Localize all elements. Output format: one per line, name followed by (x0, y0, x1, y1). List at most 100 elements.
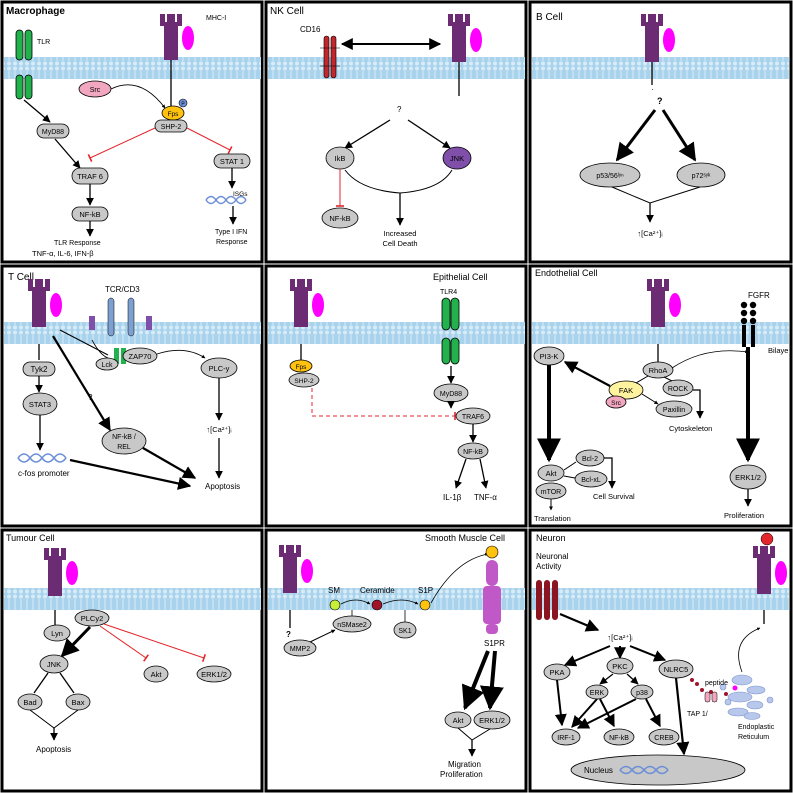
traf6-label: TRAF 6 (77, 172, 103, 181)
akt-node (537, 464, 565, 482)
p72-node (676, 162, 726, 188)
jnk-node (442, 146, 472, 170)
akt-label: Akt (151, 670, 163, 679)
bclxl-node (574, 470, 608, 488)
akt-node (143, 665, 169, 683)
panel-title: Smooth Muscle Cell (425, 533, 505, 543)
fps-label: Fps (296, 364, 308, 371)
panel-neuron: Neuron Neuronal Activity ↑[Ca²⁺]ᵢ PKA PK… (536, 532, 787, 786)
traf6-label: TRAF6 (462, 414, 484, 421)
jnk-node (39, 654, 69, 674)
lck-node (95, 357, 119, 371)
nsmase2-label: nSMase2 (337, 622, 367, 629)
shp2-label: SHP-2 (161, 124, 182, 131)
lyn-node (43, 624, 71, 642)
ceramide-label: Ceramide (360, 586, 395, 595)
panel-endothelial: Endothelial Cell FGFR Bilaye PI3-K RhoA … (533, 268, 788, 523)
panel-title: B Cell (536, 12, 563, 23)
panel-title: T Cell (8, 272, 34, 283)
isgs-label: ISGs (233, 191, 248, 198)
bax-label: Bax (72, 698, 85, 707)
fgfr-label: FGFR (748, 291, 770, 300)
irf1-node (551, 728, 581, 746)
p38-node (630, 684, 654, 700)
panel-nk: NK Cell CD16 ? IkB JNK NF-kB Increased (270, 6, 482, 248)
nfkb-label-2: REL (117, 444, 131, 451)
tlr-response-label: TLR Response (54, 240, 101, 247)
lyn-label: Lyn (51, 629, 63, 638)
tnfa-label: TNF-α (474, 493, 497, 502)
tlr4-receptor (441, 297, 460, 365)
proliferation-label: Proliferation (724, 511, 764, 520)
dna-icon (619, 765, 669, 775)
er-label-1: Endoplastic (738, 724, 775, 731)
fak-label: FAK (619, 386, 633, 395)
nfkb-node (101, 427, 147, 455)
question-mark: ? (286, 630, 291, 639)
sm-label: SM (328, 586, 340, 595)
dna-icon (205, 195, 247, 205)
panel-t: T Cell TCR/CD3 Lck ZAP70 PLC-y ↑[Ca²⁺]ᵢ (8, 272, 240, 491)
erk-label: ERK1/2 (201, 670, 227, 679)
sk1-label: SK1 (398, 628, 411, 635)
nfkb-node (603, 728, 635, 746)
tlr4-label: TLR4 (440, 289, 457, 296)
cfos-label: c-fos promoter (18, 469, 70, 478)
src-node (605, 395, 627, 409)
erk-label: ERK (590, 690, 605, 697)
shp2-node (288, 372, 320, 388)
nfkb-label: NF-kB (609, 735, 629, 742)
jnk-label: JNK (47, 660, 61, 669)
nfkb-label: NF-kB (329, 214, 350, 223)
ifn-label-1: Type I IFN (215, 229, 247, 236)
paxillin-node (655, 400, 693, 418)
mhc-receptor (647, 279, 681, 362)
s1p-molecule-icon (419, 599, 431, 611)
tlr-label: TLR (37, 39, 50, 46)
erk-label: ERK1/2 (735, 473, 761, 482)
paxillin-label: Paxillin (663, 407, 685, 414)
apoptosis-label: Apoptosis (205, 482, 240, 491)
mhc-receptor (44, 548, 78, 596)
ifn-label-2: Response (216, 239, 248, 246)
apoptosis-label: Apoptosis (36, 745, 71, 754)
panel-title: Epithelial Cell (433, 272, 488, 282)
nfkb-label-1: NF-kB / (112, 434, 136, 441)
bclxl-label: Bcl-xL (581, 477, 601, 484)
src-label: Src (90, 87, 101, 94)
proliferation-label: Proliferation (440, 770, 483, 779)
src-label: Src (611, 400, 622, 407)
rhoa-node (642, 361, 674, 379)
p38-label: p38 (636, 690, 648, 697)
phospho-label: P (181, 102, 185, 108)
pka-label: PKA (549, 668, 564, 677)
nfkb-node (457, 442, 489, 460)
dot-label: · (651, 85, 654, 94)
stat3-label: STAT3 (29, 400, 51, 409)
mmp2-node (283, 639, 317, 657)
activity-label-1: Neuronal (536, 552, 569, 561)
nlrc5-label: NLRC5 (664, 665, 689, 674)
myd88-node (36, 123, 70, 139)
panel-smooth: Smooth Muscle Cell ? SM Ceramide S1P nSM… (279, 533, 511, 779)
mhc-receptor (753, 532, 787, 624)
fak-node (608, 380, 644, 400)
phospho-icon (178, 98, 188, 108)
irf1-label: IRF-1 (557, 735, 575, 742)
p53-node (579, 162, 641, 188)
mhc-receptor (28, 279, 62, 360)
pkc-node (606, 657, 634, 675)
panel-title: Tumour Cell (6, 533, 55, 543)
s1p-label: S1P (418, 586, 433, 595)
bad-label: Bad (23, 698, 36, 707)
mhc-receptor (641, 14, 675, 85)
rhoa-label: RhoA (649, 366, 668, 375)
plc-label: PLC-y (209, 364, 230, 373)
dna-icon (17, 453, 67, 463)
panel-title: Neuron (536, 533, 566, 543)
sm-molecule-icon (329, 599, 341, 611)
panel-title: Endothelial Cell (535, 268, 598, 278)
ceramide-molecule-icon (371, 599, 383, 611)
mmp2-label: MMP2 (290, 646, 310, 653)
